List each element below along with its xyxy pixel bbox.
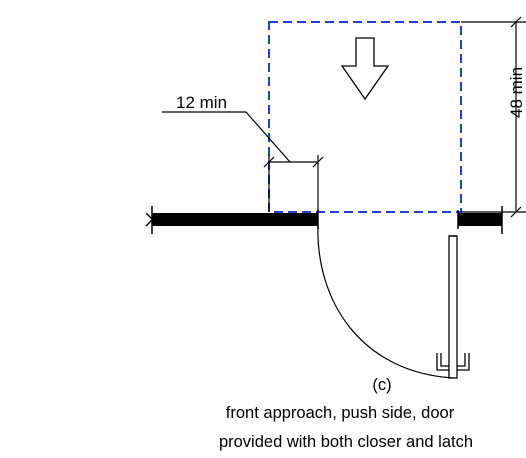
caption-label: (c) [372,376,391,394]
caption-line-2: provided with both closer and latch [219,433,473,451]
wall-right [457,206,503,234]
clear-floor-space-outline [268,21,462,213]
depth-clearance-dimension [461,16,526,218]
wall-left [145,206,319,234]
depth-clearance-label: 48 min [507,67,526,118]
side-clearance-dimension [162,111,324,212]
door-swing-arc [317,225,454,379]
door-panel [448,235,458,379]
approach-direction-arrow-icon [340,37,390,101]
caption-line-1: front approach, push side, door [226,404,455,422]
door-handle-icon [436,353,470,371]
side-clearance-label: 12 min [176,93,227,112]
